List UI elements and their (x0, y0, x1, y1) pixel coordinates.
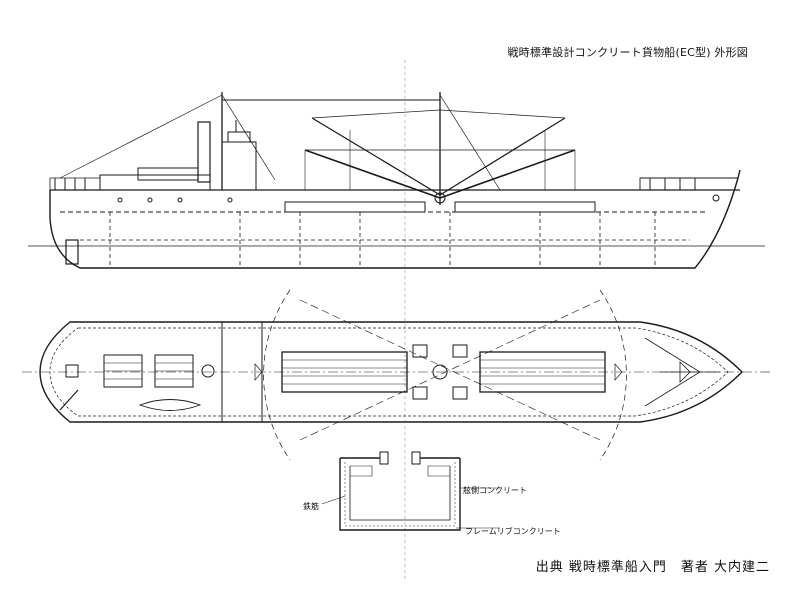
drawing-title: 戦時標準設計コンクリート貨物船(EC型) 外形図 (507, 46, 748, 59)
label-frame-rib-concrete: フレームリブコンクリート (465, 527, 561, 536)
plan-view (22, 289, 770, 461)
side-elevation (28, 92, 765, 269)
label-rebar: 鉄筋 (303, 502, 319, 511)
source-caption: 出典 戦時標準船入門 著者 大内建二 (535, 560, 770, 575)
label-side-concrete: 舷側コンクリート (463, 486, 527, 495)
cross-section (321, 451, 500, 531)
